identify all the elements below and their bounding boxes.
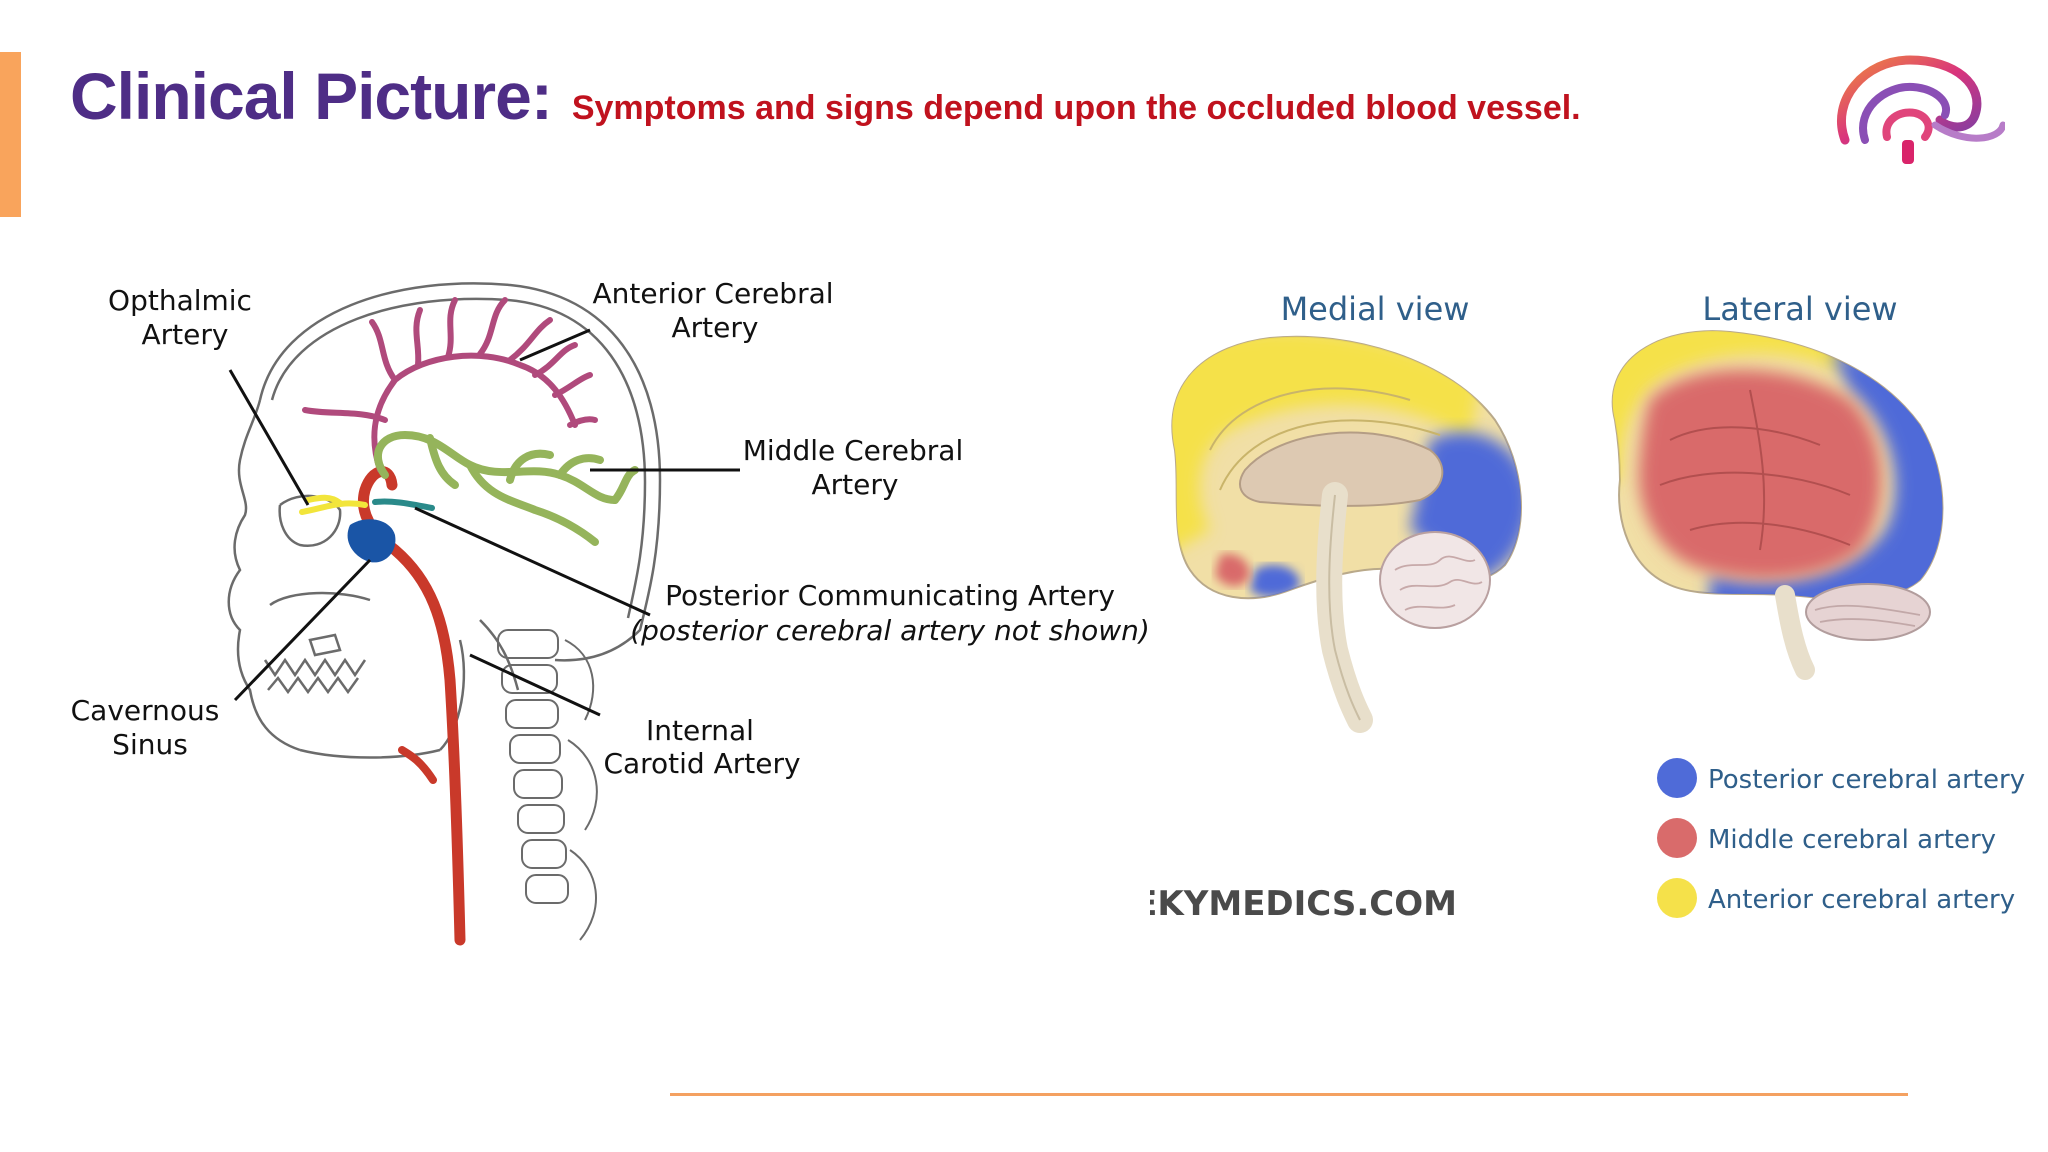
label-cavernous-2: Sinus — [112, 728, 188, 761]
legend-label-anterior: Anterior cerebral artery — [1708, 885, 2015, 915]
anterior-cerebral-artery — [302, 297, 598, 473]
legend-label-posterior: Posterior cerebral artery — [1708, 765, 2025, 795]
lateral-view-label: Lateral view — [1702, 290, 1897, 328]
brand-logo-icon — [1836, 55, 2005, 164]
legend-swatch-middle — [1657, 818, 1697, 858]
label-anterior-cerebral-1: Anterior Cerebral — [592, 277, 833, 310]
legend-swatch-posterior — [1657, 758, 1697, 798]
middle-cerebral-artery — [373, 430, 639, 546]
accent-bar — [0, 52, 21, 217]
cervical-spine — [497, 629, 598, 941]
label-cavernous-1: Cavernous — [71, 694, 220, 727]
label-middle-cerebral-2: Artery — [812, 468, 899, 501]
label-internal-carotid-2: Carotid Artery — [603, 747, 800, 780]
label-opthalmic-2: Artery — [142, 318, 229, 351]
leader-lines — [228, 328, 740, 717]
head-arteries-diagram: Opthalmic Artery Anterior Cerebral Arter… — [71, 277, 1150, 946]
title-row: Clinical Picture: Symptoms and signs dep… — [70, 58, 1581, 134]
label-middle-cerebral-1: Middle Cerebral — [743, 434, 964, 467]
legend-swatch-anterior — [1657, 878, 1697, 918]
medial-view-label: Medial view — [1281, 290, 1470, 328]
slide-title: Clinical Picture: — [70, 59, 553, 133]
anatomy-label-group: Opthalmic Artery Anterior Cerebral Arter… — [71, 277, 1150, 780]
lateral-view-brain — [1611, 330, 1944, 680]
label-anterior-cerebral-2: Artery — [672, 311, 759, 344]
label-posterior-communicating: Posterior Communicating Artery — [665, 579, 1115, 612]
bottom-divider — [670, 1093, 1908, 1096]
ophthalmic-artery — [299, 494, 368, 515]
legend-label-middle: Middle cerebral artery — [1708, 825, 1996, 855]
posterior-communicating-artery — [372, 498, 435, 511]
brain-territories-diagram: Medial view Lateral view GEEKYMEDICS.COM — [1150, 290, 2025, 924]
label-posterior-note: (posterior cerebral artery not shown) — [630, 614, 1150, 647]
cavernous-sinus — [347, 519, 396, 563]
source-credit: GEEKYMEDICS.COM — [1150, 884, 1457, 924]
label-internal-carotid-1: Internal — [646, 714, 754, 747]
medial-view-brain — [1171, 335, 1522, 733]
slide-subtitle: Symptoms and signs depend upon the occlu… — [571, 89, 1581, 127]
internal-carotid-artery — [358, 466, 466, 946]
legend: Posterior cerebral artery Middle cerebra… — [1657, 758, 2025, 918]
label-opthalmic-1: Opthalmic — [108, 284, 252, 317]
